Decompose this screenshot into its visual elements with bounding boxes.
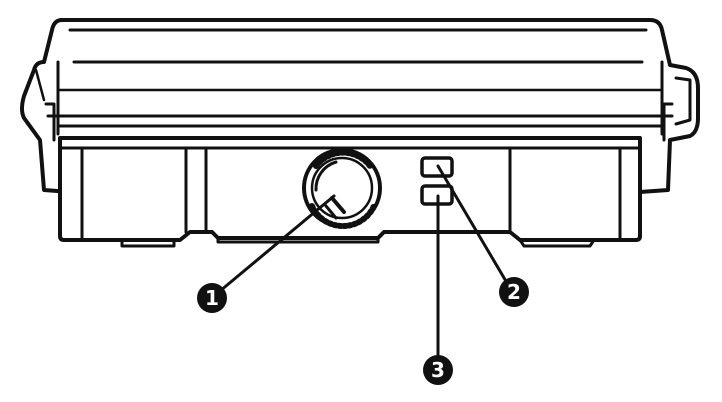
leader-line-1 bbox=[212, 194, 336, 298]
callout-badge-3: 3 bbox=[423, 355, 453, 385]
appliance-lid bbox=[20, 18, 700, 194]
callout-number-2: 2 bbox=[507, 280, 521, 304]
control-knob bbox=[302, 148, 382, 229]
callout-number-3: 3 bbox=[431, 358, 445, 382]
leader-line-2 bbox=[436, 164, 512, 290]
callout-badge-1: 1 bbox=[197, 283, 227, 313]
callout-badge-2: 2 bbox=[499, 277, 529, 307]
callout-leaders bbox=[212, 164, 512, 364]
callout-number-1: 1 bbox=[205, 286, 219, 310]
